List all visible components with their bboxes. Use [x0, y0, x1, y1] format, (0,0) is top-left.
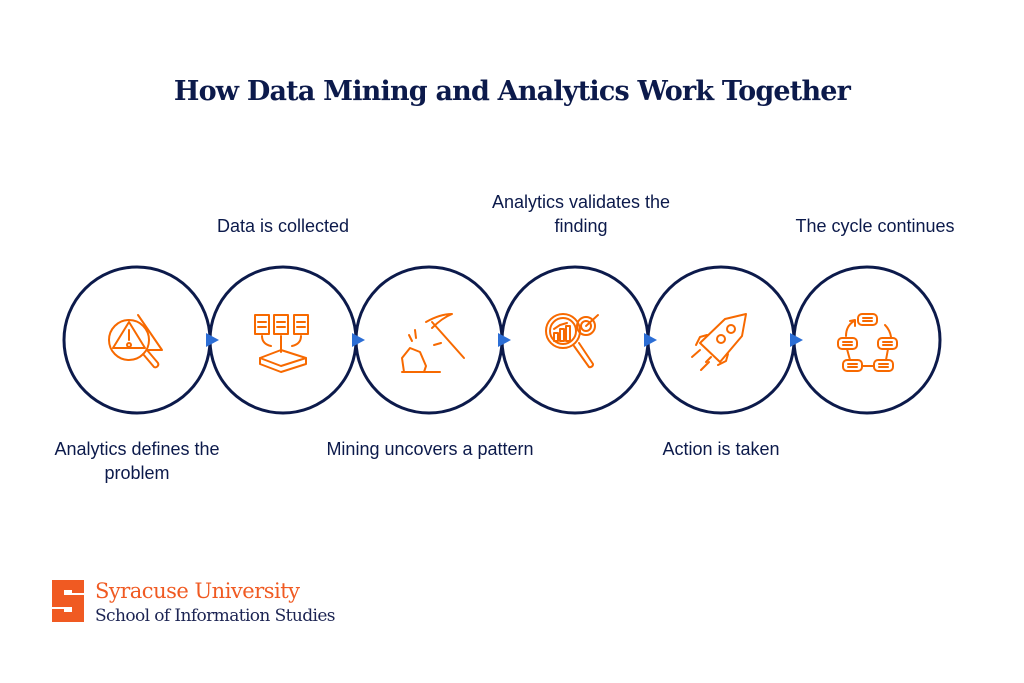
step-circle-5: [646, 265, 796, 415]
arrow-icon: [352, 333, 365, 347]
step-label-3: Mining uncovers a pattern: [326, 439, 534, 459]
rocket-icon: [691, 313, 747, 371]
step-circle-1: [62, 265, 212, 415]
arrow-icon: [206, 333, 219, 347]
step-label-4: Analytics validates the finding: [491, 192, 671, 236]
pickaxe-icon: [401, 313, 465, 373]
analytics-target-icon: [545, 313, 599, 369]
step-label-6: The cycle continues: [795, 216, 955, 236]
logo-university: Syracuse University: [95, 579, 300, 603]
step-circle-2: [208, 265, 358, 415]
arrow-icon: [498, 333, 511, 347]
step-circle-6: [792, 265, 942, 415]
syracuse-s-logo-icon: [52, 580, 84, 622]
logo-school: School of Information Studies: [95, 606, 336, 626]
warning-search-icon: [108, 314, 163, 369]
step-circle-4: [500, 265, 650, 415]
data-collection-icon: [254, 314, 309, 373]
arrow-icon: [790, 333, 803, 347]
step-label-5: Action is taken: [662, 439, 780, 459]
step-label-1: Analytics defines the problem: [54, 439, 220, 483]
cycle-icon: [837, 313, 898, 372]
arrow-icon: [644, 333, 657, 347]
page-title: How Data Mining and Analytics Work Toget…: [173, 76, 851, 107]
step-label-2: Data is collected: [216, 216, 350, 236]
step-circle-3: [354, 265, 504, 415]
